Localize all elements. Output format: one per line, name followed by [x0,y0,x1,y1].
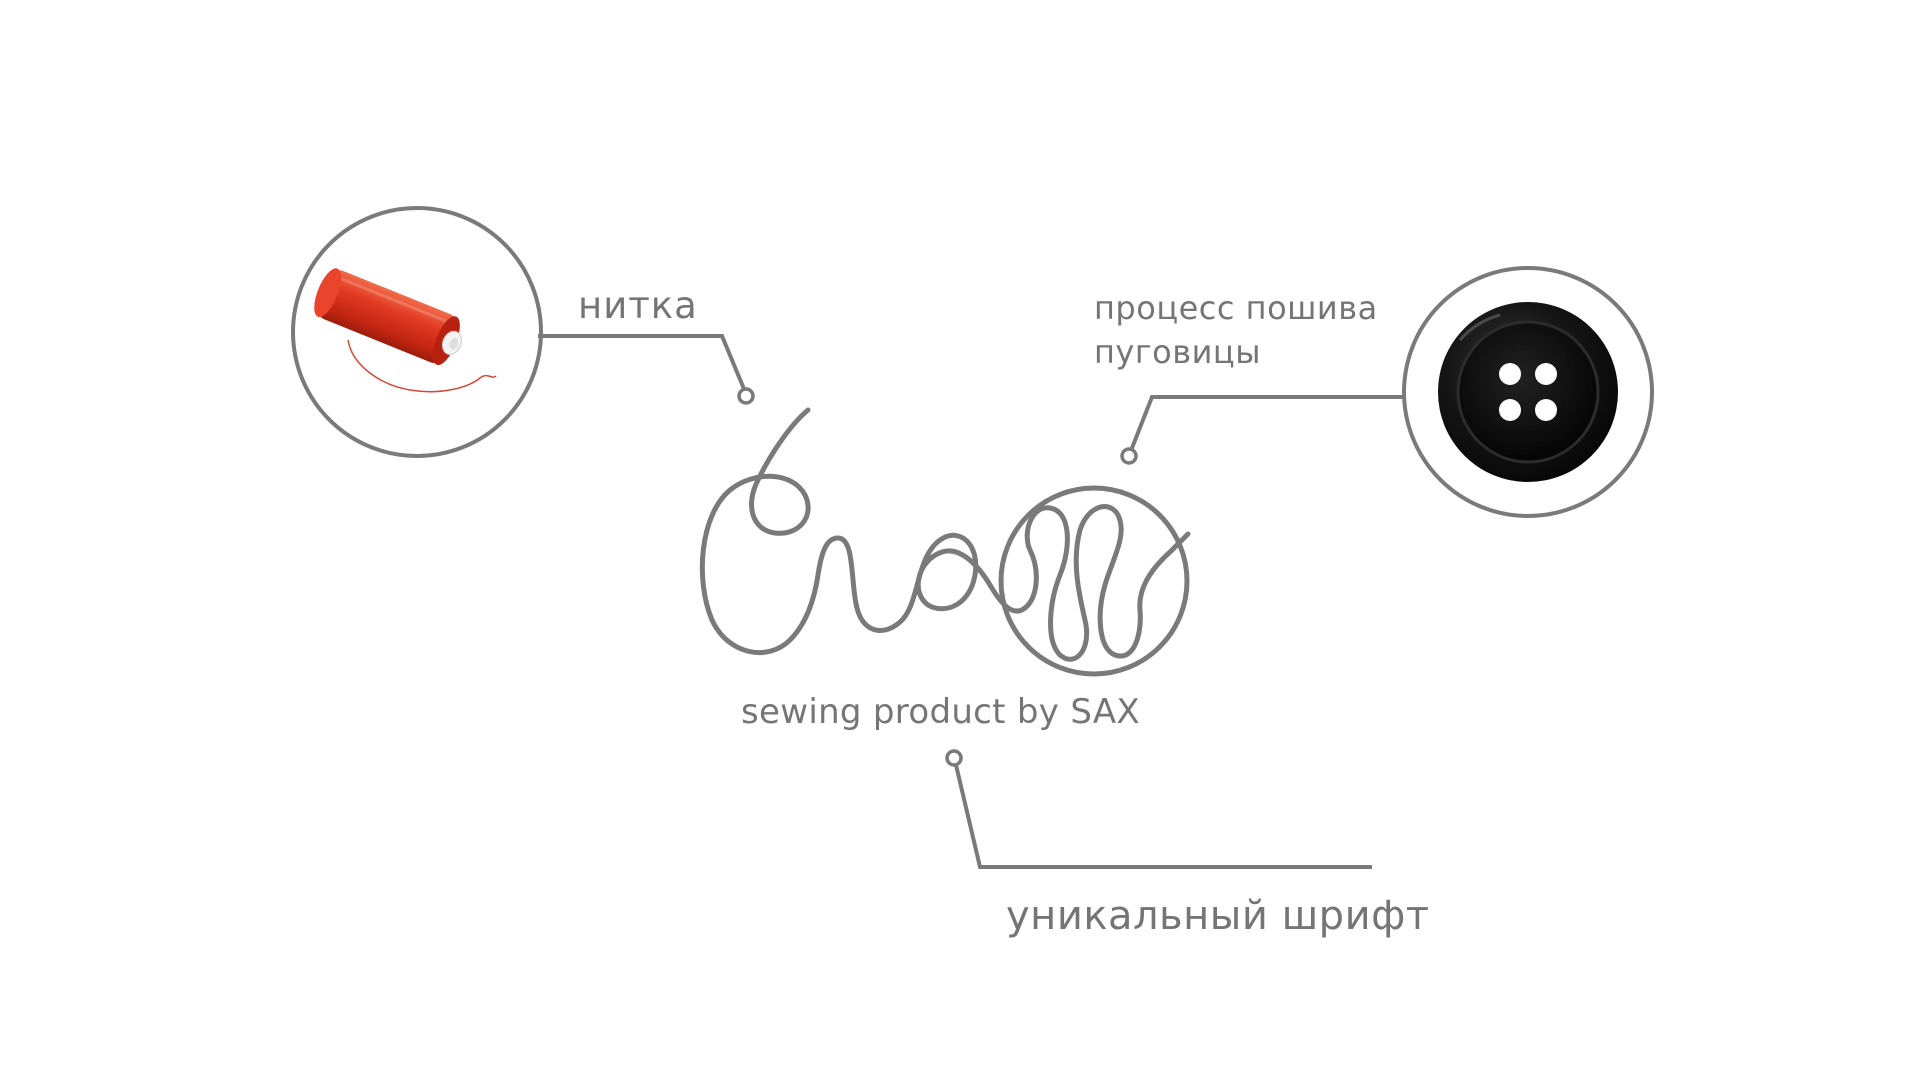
logo-ring [998,485,1190,677]
thread-label: нитка [578,284,698,327]
button-connector-dot [1120,447,1138,465]
thread-connector [538,334,746,390]
button-label-line2: пуговицы [1094,333,1261,371]
button-label-line1: процесс пошива [1094,289,1378,327]
font-label: уникальный шрифт [1006,893,1430,939]
thread-spool-icon [314,268,497,393]
font-connector [954,764,1372,869]
logo-tagline: sewing product by SAX [741,692,1140,732]
button-frame [1402,266,1654,518]
font-connector-dot [945,749,963,767]
thread-connector-dot [737,387,755,405]
logo-double-s [1022,504,1191,662]
thread-spool-frame [291,206,543,458]
button-icon [1438,302,1618,482]
button-connector [1130,395,1404,449]
logo-letter-c [699,407,1028,656]
cross-logo [699,407,1191,677]
